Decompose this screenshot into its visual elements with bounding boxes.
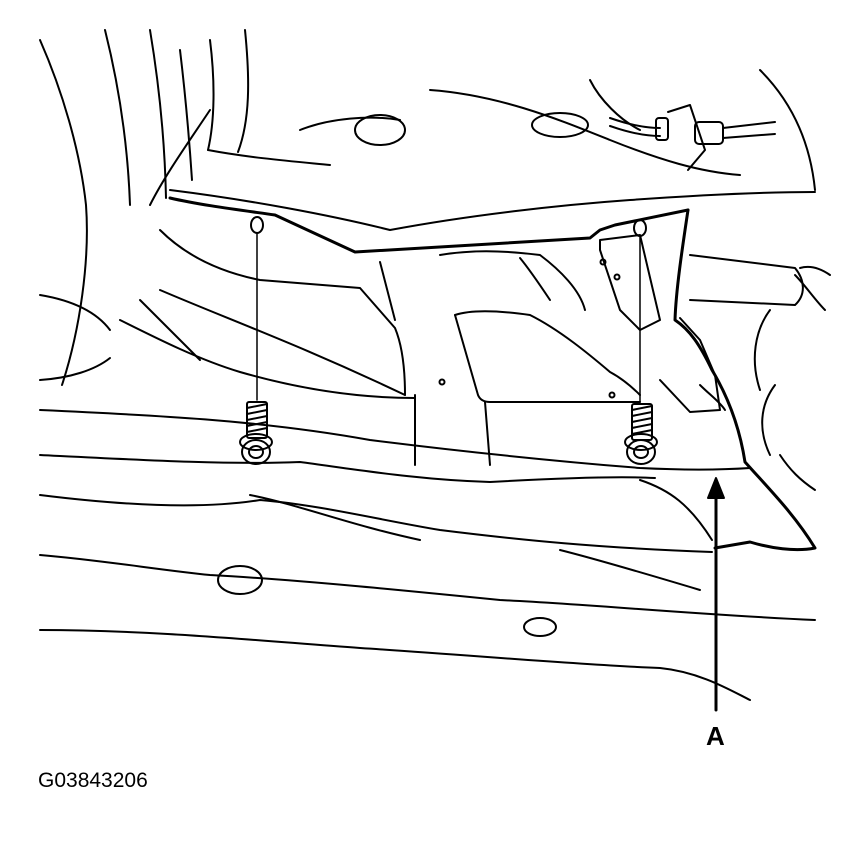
floor-pan <box>39 494 816 701</box>
frame-hole <box>354 114 406 146</box>
bolt-hole-left <box>250 216 264 234</box>
bolt-hole-right <box>633 219 647 237</box>
callout-arrow-a <box>707 477 725 712</box>
callout-label-a: A <box>706 721 725 751</box>
side-member <box>39 229 751 483</box>
bolt-right <box>624 403 658 465</box>
right-components <box>689 254 831 491</box>
figure-id: G03843206 <box>38 769 148 792</box>
floor-hole <box>523 617 557 637</box>
bracket-a <box>168 196 817 552</box>
body-panel-contours <box>39 29 211 386</box>
floor-hole <box>217 565 263 595</box>
brake-line-fitting <box>609 104 776 171</box>
bolt-left <box>239 401 273 465</box>
upper-crossmember <box>169 29 816 231</box>
frame-hole <box>531 112 589 138</box>
